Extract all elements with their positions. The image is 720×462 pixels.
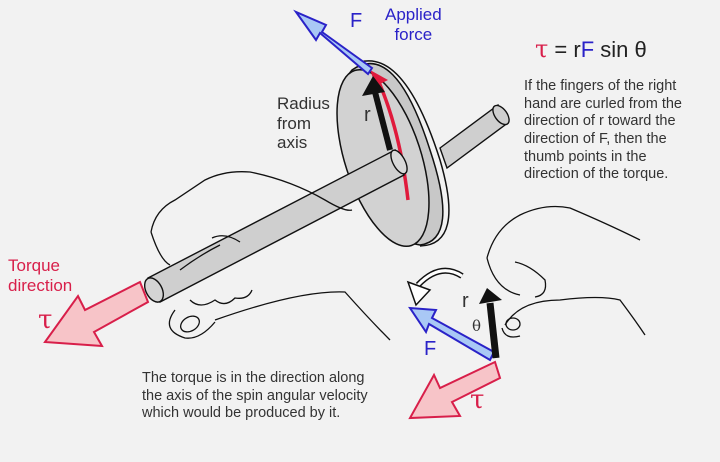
rhr-line: direction of r toward the — [524, 113, 676, 130]
radius-label-line1: Radius — [277, 94, 330, 113]
rod-back — [439, 103, 510, 170]
torque-axis-line: The torque is in the direction along — [142, 370, 365, 386]
applied-force-arrow — [293, 9, 374, 76]
rhr-line: direction of the torque. — [524, 166, 669, 183]
applied-force-label: Applied force — [385, 5, 442, 44]
tau-symbol-left: τ — [38, 305, 53, 335]
formula-sin-theta: sin θ — [594, 37, 647, 62]
rhr-line: If the fingers of the right — [524, 78, 677, 94]
torque-formula: τ = rF sin θ — [535, 35, 647, 64]
force-small-label: F — [424, 338, 437, 360]
formula-equals-r: = r — [548, 37, 581, 62]
rod-front — [143, 149, 408, 303]
left-hand-illustration — [150, 171, 391, 341]
tau-small-label: τ — [470, 385, 485, 415]
radius-arrow-small — [479, 288, 502, 359]
right-hand-rule-text: If the fingers of the right hand are cur… — [524, 78, 682, 184]
radius-arrow — [362, 76, 393, 151]
theta-small-label: θ — [472, 317, 482, 335]
torque-axis-line: the axis of the spin angular velocity — [142, 387, 368, 404]
r-on-disk-label: r — [364, 104, 371, 126]
r-small-label: r — [462, 290, 469, 312]
rhr-line: direction of F, then the — [524, 131, 667, 148]
right-hand-illustration — [486, 205, 646, 338]
formula-tau: τ — [535, 35, 549, 63]
torque-direction-line1: Torque — [8, 256, 60, 275]
torque-direction-label: Torque direction — [8, 256, 72, 295]
torque-arrow-small — [408, 360, 502, 420]
torque-axis-text: The torque is in the direction along the… — [142, 370, 368, 423]
rhr-line: thumb points in the — [524, 148, 647, 165]
applied-force-label-line1: Applied — [385, 5, 442, 24]
radius-label-line3: axis — [277, 133, 308, 153]
torque-direction-arrow-left — [43, 280, 150, 348]
formula-F: F — [580, 37, 595, 62]
force-symbol-label: F — [350, 10, 363, 32]
radius-from-axis-label: Radius from axis — [277, 94, 330, 153]
curl-arrow — [406, 267, 464, 307]
torque-direction-line2: direction — [8, 275, 73, 295]
applied-force-label-line2: force — [394, 24, 433, 44]
force-arrow-small — [408, 306, 496, 362]
rhr-line: hand are curled from the — [524, 95, 682, 112]
torque-axis-line: which would be produced by it. — [142, 405, 341, 422]
radius-label-line2: from — [277, 113, 311, 133]
